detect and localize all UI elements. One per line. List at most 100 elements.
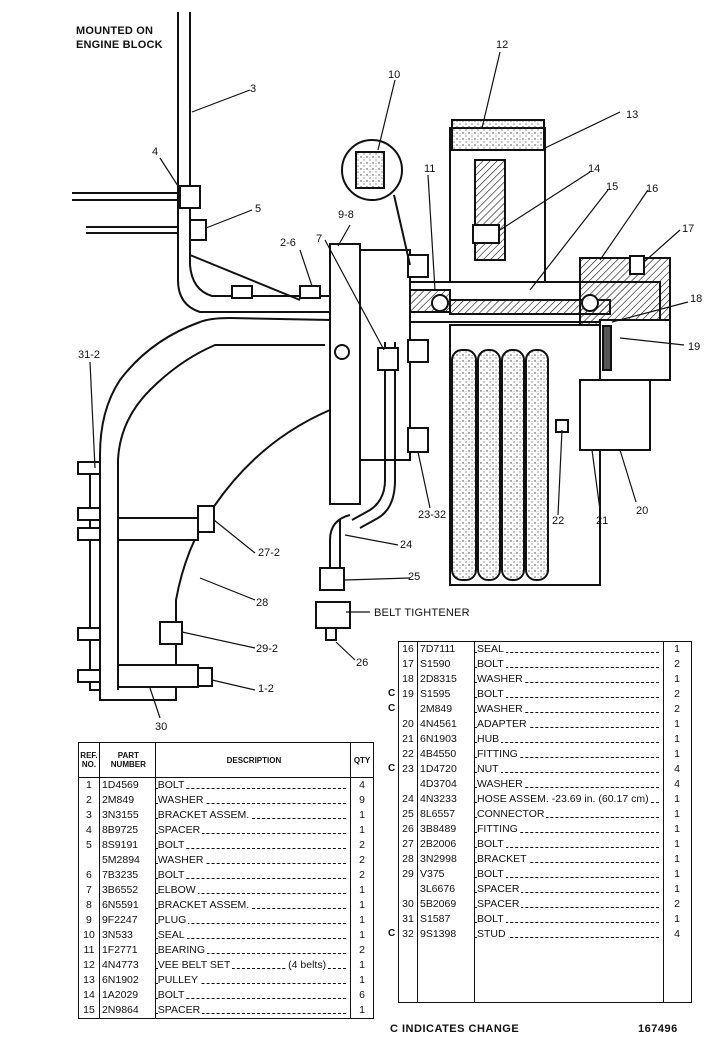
description-cell: SEAL — [475, 642, 664, 657]
description-text: SEAL — [477, 643, 506, 655]
ref-no-cell: 23 — [399, 762, 418, 777]
description-text: BOLT — [157, 839, 187, 851]
description-cell: BOLT — [475, 837, 664, 852]
ref-no-cell: 29 — [399, 867, 418, 882]
description-text: WASHER — [477, 778, 525, 790]
callout-28: 28 — [256, 597, 268, 609]
callout-9-8: 9-8 — [338, 209, 354, 221]
header-qty: QTY — [353, 755, 371, 765]
exploded-parts-diagram: 12131034514151611179-82-67181931-2202122… — [72, 12, 702, 733]
ref-no-cell: 32 — [399, 927, 418, 942]
qty-cell: 4 — [359, 779, 365, 791]
part-number-cell: 1D4720 — [418, 762, 475, 777]
ref-no-cell: 7 — [79, 883, 100, 898]
header-description: DESCRIPTION — [156, 743, 352, 777]
qty-cell: 2 — [359, 839, 365, 851]
description-text — [477, 988, 479, 1000]
part-number-cell: 1A2029 — [100, 988, 156, 1003]
qty-cell: 1 — [674, 808, 680, 820]
dotted-leader — [475, 892, 659, 893]
description-text: STUD — [477, 928, 508, 940]
header-ref-no: REF. NO. — [79, 743, 100, 777]
dotted-leader — [155, 983, 347, 984]
dotted-leader — [155, 1013, 347, 1014]
dotted-leader — [155, 893, 347, 894]
mounted-note-line-1: MOUNTED ON — [76, 25, 154, 37]
callout-15: 15 — [606, 181, 618, 193]
change-indicator-note: C INDICATES CHANGE — [390, 1023, 520, 1035]
ref-no-cell: 5 — [79, 838, 100, 853]
description-text: PLUG — [157, 914, 189, 926]
qty-cell: 2 — [359, 944, 365, 956]
ref-no-cell: 31 — [399, 912, 418, 927]
seal-detail-inset — [341, 139, 411, 266]
callout-16: 16 — [646, 183, 658, 195]
part-number-cell: 3N2998 — [418, 852, 475, 867]
qty-cell — [664, 972, 690, 987]
callout-12: 12 — [496, 39, 508, 51]
description-text: NUT — [477, 763, 501, 775]
ref-no-cell: 21 — [399, 732, 418, 747]
description-cell: SPACER — [475, 882, 664, 897]
description-text: WASHER — [477, 673, 525, 685]
dotted-leader — [475, 682, 659, 683]
description-text: SPACER — [477, 898, 522, 910]
callout-26: 26 — [356, 657, 368, 669]
callout-4: 4 — [152, 146, 158, 158]
belt-tightener-label: BELT TIGHTENER — [374, 607, 470, 619]
qty-cell: 2 — [359, 869, 365, 881]
qty-cell — [664, 957, 690, 972]
qty-cell: 4 — [674, 928, 680, 940]
part-number-cell: V375 — [418, 867, 475, 882]
description-text: BOLT — [157, 779, 187, 791]
ref-no-cell: 24 — [399, 792, 418, 807]
description-text: BOLT — [477, 913, 506, 925]
description-cell: SPACER — [475, 897, 664, 912]
callout-23-32: 23-32 — [418, 509, 446, 521]
part-number-cell: 3N3155 — [100, 808, 156, 823]
description-cell: PLUG — [155, 913, 352, 928]
callout-31-2: 31-2 — [78, 349, 100, 361]
ref-no-cell: 8 — [79, 898, 100, 913]
dotted-leader — [475, 727, 659, 728]
part-number-cell: 8L6557 — [418, 807, 475, 822]
hub-cross-section — [409, 119, 671, 586]
description-cell: BOLT — [155, 778, 352, 793]
description-cell: SEAL — [155, 928, 352, 943]
description-cell: HUB — [475, 732, 664, 747]
part-number-cell: 1F2771 — [100, 943, 156, 958]
description-note: (4 belts) — [286, 958, 329, 973]
part-number-cell: 4N4773 — [100, 958, 156, 973]
description-text: ADAPTER — [477, 718, 529, 730]
dotted-leader — [155, 863, 347, 864]
description-cell: STUD — [475, 927, 664, 942]
qty-cell: 1 — [359, 1004, 365, 1016]
ref-no-cell: 25 — [399, 807, 418, 822]
part-number-cell — [418, 942, 475, 957]
part-number-cell: 2D8315 — [418, 672, 475, 687]
qty-cell: 1 — [359, 899, 365, 911]
description-text: SPACER — [157, 824, 203, 836]
qty-cell: 1 — [674, 673, 680, 685]
ref-no-cell: 28 — [399, 852, 418, 867]
description-cell: BOLT — [475, 657, 664, 672]
description-text: BOLT — [157, 989, 187, 1001]
qty-cell — [664, 987, 690, 1002]
qty-cell: 1 — [674, 883, 680, 895]
ref-no-cell: 20 — [399, 717, 418, 732]
part-number-cell: 6N1903 — [418, 732, 475, 747]
description-text: ELBOW — [157, 884, 198, 896]
